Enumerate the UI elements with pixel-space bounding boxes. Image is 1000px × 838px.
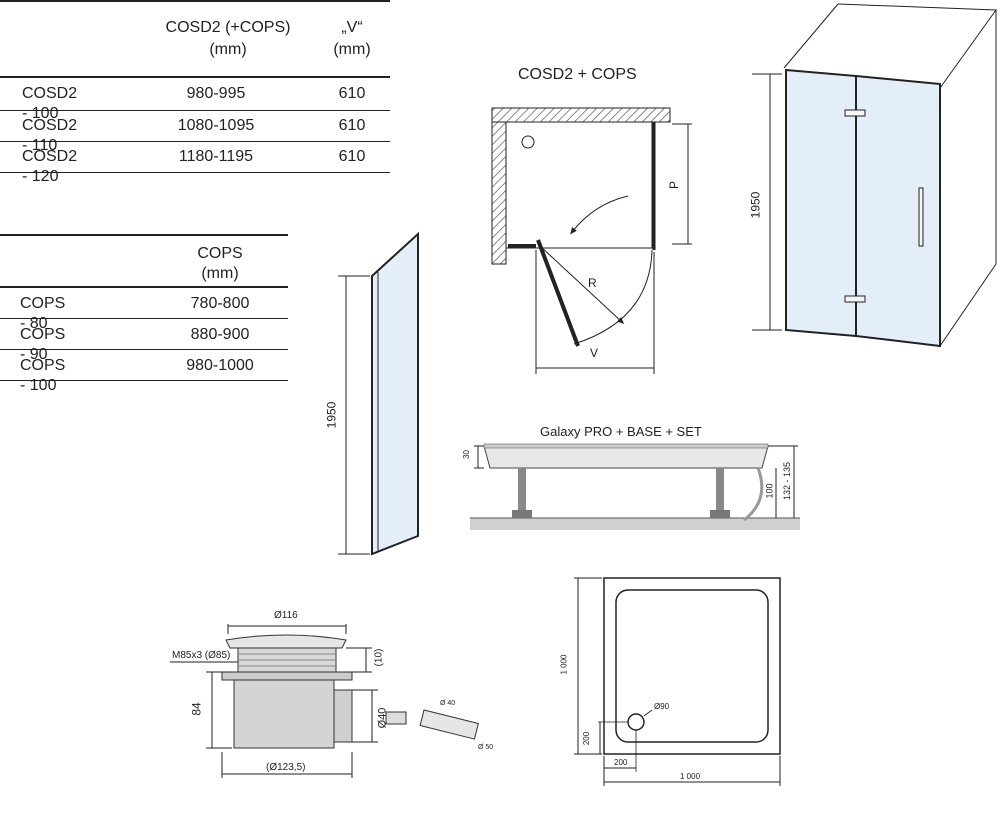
tray-rim xyxy=(483,443,769,449)
table2-bottom-rule xyxy=(0,380,288,381)
drain-top-dia-label: Ø116 xyxy=(274,610,298,621)
table2-row1-rule xyxy=(0,318,288,319)
table2-header-line2: (mm) xyxy=(201,265,239,282)
drain-gap-label: (10) xyxy=(373,648,385,667)
table2-row3-model: COPS - 100 xyxy=(20,357,66,394)
table1-row1-range: 980-995 xyxy=(186,85,246,102)
plan-tray xyxy=(505,121,653,249)
drain-pipe-small-label: Ø 40 xyxy=(440,700,456,707)
drain-bottom-dia-label: (Ø123,5) xyxy=(266,762,306,773)
tray-top-offset-y-label: 200 xyxy=(582,731,592,746)
table1-header-col3-line2: (mm) xyxy=(333,41,371,58)
plan-swing-arrow xyxy=(570,195,629,235)
table1-header-rule xyxy=(0,76,390,78)
door3d-door-glass xyxy=(855,74,941,348)
plan-v-label: V xyxy=(590,346,599,360)
tray-drain-hose xyxy=(743,467,764,522)
panel-glass xyxy=(371,231,419,556)
tray-side-title: Galaxy PRO + BASE + SET xyxy=(540,424,702,439)
table2-top-rule xyxy=(0,234,288,236)
table1-row3-range: 1180-1195 xyxy=(178,148,254,165)
door3d-wall-top xyxy=(783,3,839,69)
drain-body xyxy=(233,679,335,749)
table1-header-col3-line1: „V“ xyxy=(341,19,363,36)
table2-header-rule xyxy=(0,286,288,288)
door3d-height-label: 1950 xyxy=(748,191,763,219)
drain-pipe xyxy=(419,709,479,740)
table1-header-col2-line1: COSD2 (+COPS) xyxy=(165,19,291,36)
drain-outlet-label: Ø40 xyxy=(376,707,389,729)
tray-132-label: 132 - 135 xyxy=(782,461,793,501)
table2-row1-model: COPS - 80 xyxy=(20,295,66,332)
table2-row1-range: 780-800 xyxy=(190,295,250,312)
drain-height-label: 84 xyxy=(189,702,204,716)
plan-swing-arc xyxy=(573,249,653,345)
plan-drain-hole xyxy=(521,135,535,149)
table1-row1-rule xyxy=(0,110,390,111)
table1-row1-v: 610 xyxy=(338,85,366,102)
door3d-hinge-top xyxy=(844,109,866,117)
plan-p-label: P xyxy=(667,180,682,190)
table1-row3-v: 610 xyxy=(338,148,366,165)
table1-bottom-rule xyxy=(0,172,390,173)
table1-row2-range: 1080-1095 xyxy=(177,117,255,134)
table2-header-line1: COPS xyxy=(197,245,243,262)
drain-pipe-large-label: Ø 50 xyxy=(478,744,494,751)
tray-top-outer xyxy=(603,577,781,755)
drain-fitting xyxy=(385,711,407,725)
table1-row3-model: COSD2 - 120 xyxy=(22,148,78,185)
tray-top-offset-x-label: 200 xyxy=(614,758,628,767)
plan-door-leaf xyxy=(536,239,580,347)
drain-thread xyxy=(237,647,337,673)
table2-row2-rule xyxy=(0,349,288,350)
tray-top-drain-hole xyxy=(627,713,645,731)
drain-outlet xyxy=(333,689,353,743)
table2-row3-range: 980-1000 xyxy=(186,357,254,374)
tray-top-width-label: 1 000 xyxy=(680,772,701,781)
drain-flange xyxy=(221,671,353,681)
door3d-fixed-glass xyxy=(785,68,857,338)
panel-height-label: 1950 xyxy=(324,401,339,429)
door3d-wall-right xyxy=(939,8,997,348)
table1-row2-v: 610 xyxy=(338,117,366,134)
table1-row1-model: COSD2 - 100 xyxy=(22,85,78,122)
tray-leg-right xyxy=(716,468,724,516)
tray-top-hole-label: Ø90 xyxy=(654,702,670,711)
plan-wall-left xyxy=(491,121,507,265)
plan-title: COSD2 + COPS xyxy=(518,66,637,83)
tray-30-label: 30 xyxy=(461,450,471,459)
tray-100-label: 100 xyxy=(764,483,775,499)
tray-body xyxy=(483,445,769,469)
drain-thread-label: M85x3 (Ø85) xyxy=(172,650,231,661)
door3d-hinge-bottom xyxy=(844,295,866,303)
table1-top-rule xyxy=(0,0,390,2)
table1-header-col2-line2: (mm) xyxy=(209,41,247,58)
tray-top-inner xyxy=(615,589,769,743)
drain-cap xyxy=(225,634,347,649)
plan-r-label: R xyxy=(588,276,597,290)
table2-row2-range: 880-900 xyxy=(190,326,250,343)
tray-leg-left xyxy=(518,468,526,516)
plan-radius-line xyxy=(539,245,625,325)
plan-wall-top xyxy=(491,107,671,123)
tray-top-height-label: 1 000 xyxy=(559,654,569,675)
tray-floor xyxy=(470,518,800,530)
door3d-handle xyxy=(918,187,924,247)
table2-row2-model: COPS - 90 xyxy=(20,326,66,363)
table1-row2-rule xyxy=(0,141,390,142)
